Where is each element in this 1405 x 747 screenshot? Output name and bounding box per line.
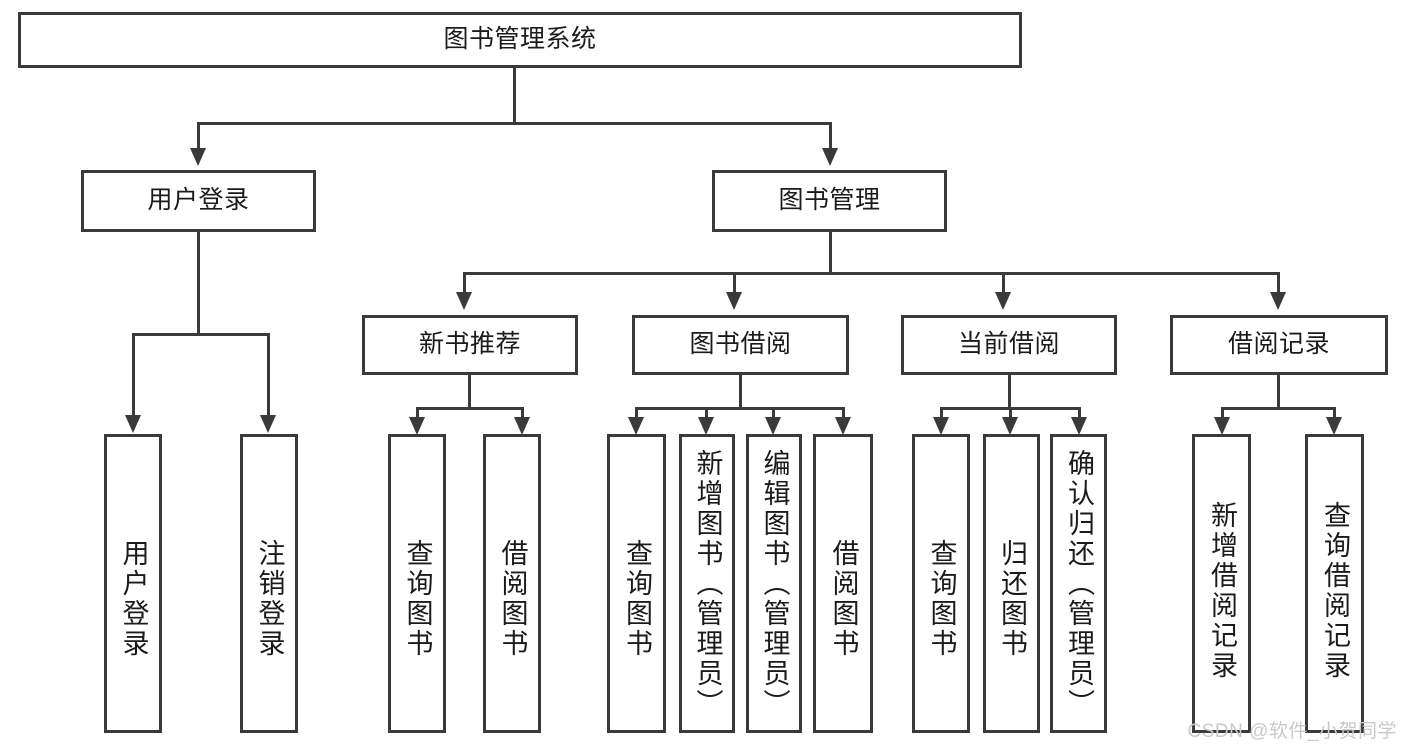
connector-borrow-record-to-leaf-2 xyxy=(1333,407,1336,419)
leaf-new-book-borrow-book[interactable]: 借阅图书 xyxy=(483,434,541,733)
node-user-login[interactable]: 用户登录 xyxy=(81,170,316,232)
connector-borrow-record-to-leaf-1 xyxy=(1221,407,1224,419)
node-new-book-recommend[interactable]: 新书推荐 xyxy=(362,315,578,375)
connector-book-borrow-to-leaf-2 xyxy=(705,407,708,419)
connector-new-book-bus xyxy=(417,407,523,410)
connector-root-bus xyxy=(198,122,832,125)
connector-current-borrow-to-leaf-3 xyxy=(1078,407,1081,419)
arrow-borrow-record-to-leaf-2 xyxy=(1326,417,1342,435)
node-label: 查询借阅记录 xyxy=(1320,501,1350,681)
node-label: 确认归还（管理员） xyxy=(1064,449,1094,719)
connector-user-login-to-leaf-2 xyxy=(267,333,270,417)
connector-new-book-stem xyxy=(468,375,471,407)
connector-current-borrow-to-leaf-2 xyxy=(1009,407,1012,419)
node-label: 图书管理系统 xyxy=(443,25,597,54)
node-label: 图书借阅 xyxy=(689,330,792,359)
connector-new-book-to-leaf-1 xyxy=(416,407,419,419)
connector-book-borrow-stem xyxy=(739,375,742,407)
arrow-book-borrow-to-leaf-2 xyxy=(698,417,714,435)
connector-user-login-stem xyxy=(197,232,200,333)
connector-book-borrow-to-leaf-3 xyxy=(772,407,775,419)
connector-user-login-to-leaf-1 xyxy=(132,333,135,417)
leaf-book-borrow-add-book-admin[interactable]: 新增图书（管理员） xyxy=(679,434,735,733)
node-label: 图书管理 xyxy=(778,186,881,215)
connector-bm-to-current-borrow xyxy=(1002,272,1005,294)
leaf-current-borrow-query-book[interactable]: 查询图书 xyxy=(912,434,970,733)
node-label: 新增借阅记录 xyxy=(1207,501,1237,681)
node-current-borrow[interactable]: 当前借阅 xyxy=(901,315,1117,375)
arrow-user-login-to-leaf-2 xyxy=(260,415,276,433)
node-label: 借阅图书 xyxy=(828,539,859,659)
arrow-current-borrow-to-leaf-3 xyxy=(1071,417,1087,435)
node-label: 编辑图书（管理员） xyxy=(759,449,790,719)
leaf-book-borrow-query-book[interactable]: 查询图书 xyxy=(607,434,666,733)
leaf-current-borrow-confirm-return-admin[interactable]: 确认归还（管理员） xyxy=(1050,434,1107,733)
connector-bm-to-new-book xyxy=(463,272,466,294)
node-label: 新书推荐 xyxy=(418,330,521,359)
node-label: 新增图书（管理员） xyxy=(692,449,723,719)
node-label: 查询图书 xyxy=(622,539,652,659)
connector-borrow-record-stem xyxy=(1277,375,1280,407)
connector-bm-to-book-borrow xyxy=(733,272,736,294)
node-root-book-management-system[interactable]: 图书管理系统 xyxy=(18,12,1022,68)
connector-bm-to-borrow-record xyxy=(1277,272,1280,294)
connector-root-to-user-login xyxy=(197,122,200,150)
node-label: 借阅记录 xyxy=(1227,330,1330,359)
arrow-borrow-record-to-leaf-1 xyxy=(1214,417,1230,435)
leaf-user-login-logout[interactable]: 注销登录 xyxy=(240,434,298,733)
connector-book-borrow-to-leaf-4 xyxy=(842,407,845,419)
arrow-book-borrow-to-leaf-4 xyxy=(835,417,851,435)
csdn-watermark: CSDN @软件_小贺同学 xyxy=(1187,721,1397,742)
connector-book-management-bus xyxy=(464,272,1280,275)
arrow-bm-to-new-book xyxy=(456,292,472,310)
leaf-new-book-query-book[interactable]: 查询图书 xyxy=(388,434,446,733)
leaf-current-borrow-return-book[interactable]: 归还图书 xyxy=(983,434,1040,733)
node-book-borrow[interactable]: 图书借阅 xyxy=(632,315,849,375)
leaf-user-login-login[interactable]: 用户登录 xyxy=(104,434,162,733)
leaf-book-borrow-borrow-book[interactable]: 借阅图书 xyxy=(813,434,873,733)
arrow-root-to-user-login xyxy=(190,148,206,166)
arrow-user-login-to-leaf-1 xyxy=(125,415,141,433)
arrow-bm-to-borrow-record xyxy=(1270,292,1286,310)
node-label: 借阅图书 xyxy=(497,539,528,659)
leaf-book-borrow-edit-book-admin[interactable]: 编辑图书（管理员） xyxy=(746,434,802,733)
arrow-current-borrow-to-leaf-1 xyxy=(933,417,949,435)
node-label: 注销登录 xyxy=(254,539,285,659)
node-book-management[interactable]: 图书管理 xyxy=(712,170,947,232)
arrow-book-borrow-to-leaf-3 xyxy=(765,417,781,435)
connector-root-stem xyxy=(513,68,516,122)
node-label: 归还图书 xyxy=(997,539,1027,659)
arrow-root-to-book-management xyxy=(822,148,838,166)
node-label: 用户登录 xyxy=(118,539,149,659)
arrow-new-book-to-leaf-1 xyxy=(409,417,425,435)
connector-new-book-to-leaf-2 xyxy=(521,407,524,419)
arrow-bm-to-book-borrow xyxy=(726,292,742,310)
arrow-book-borrow-to-leaf-1 xyxy=(628,417,644,435)
connector-book-management-stem xyxy=(829,232,832,272)
node-label: 用户登录 xyxy=(147,186,250,215)
connector-current-borrow-stem xyxy=(1008,375,1011,407)
connector-book-borrow-bus xyxy=(636,407,844,410)
leaf-borrow-record-query-record[interactable]: 查询借阅记录 xyxy=(1305,434,1364,733)
node-label: 当前借阅 xyxy=(957,330,1060,359)
connector-borrow-record-bus xyxy=(1222,407,1335,410)
arrow-new-book-to-leaf-2 xyxy=(514,417,530,435)
arrow-current-borrow-to-leaf-2 xyxy=(1002,417,1018,435)
node-label: 查询图书 xyxy=(402,539,433,659)
connector-book-borrow-to-leaf-1 xyxy=(635,407,638,419)
connector-user-login-bus xyxy=(133,333,269,336)
connector-current-borrow-to-leaf-1 xyxy=(940,407,943,419)
node-label: 查询图书 xyxy=(926,539,957,659)
leaf-borrow-record-add-record[interactable]: 新增借阅记录 xyxy=(1192,434,1251,733)
node-borrow-record[interactable]: 借阅记录 xyxy=(1170,315,1388,375)
arrow-bm-to-current-borrow xyxy=(995,292,1011,310)
connector-root-to-book-management xyxy=(829,122,832,150)
